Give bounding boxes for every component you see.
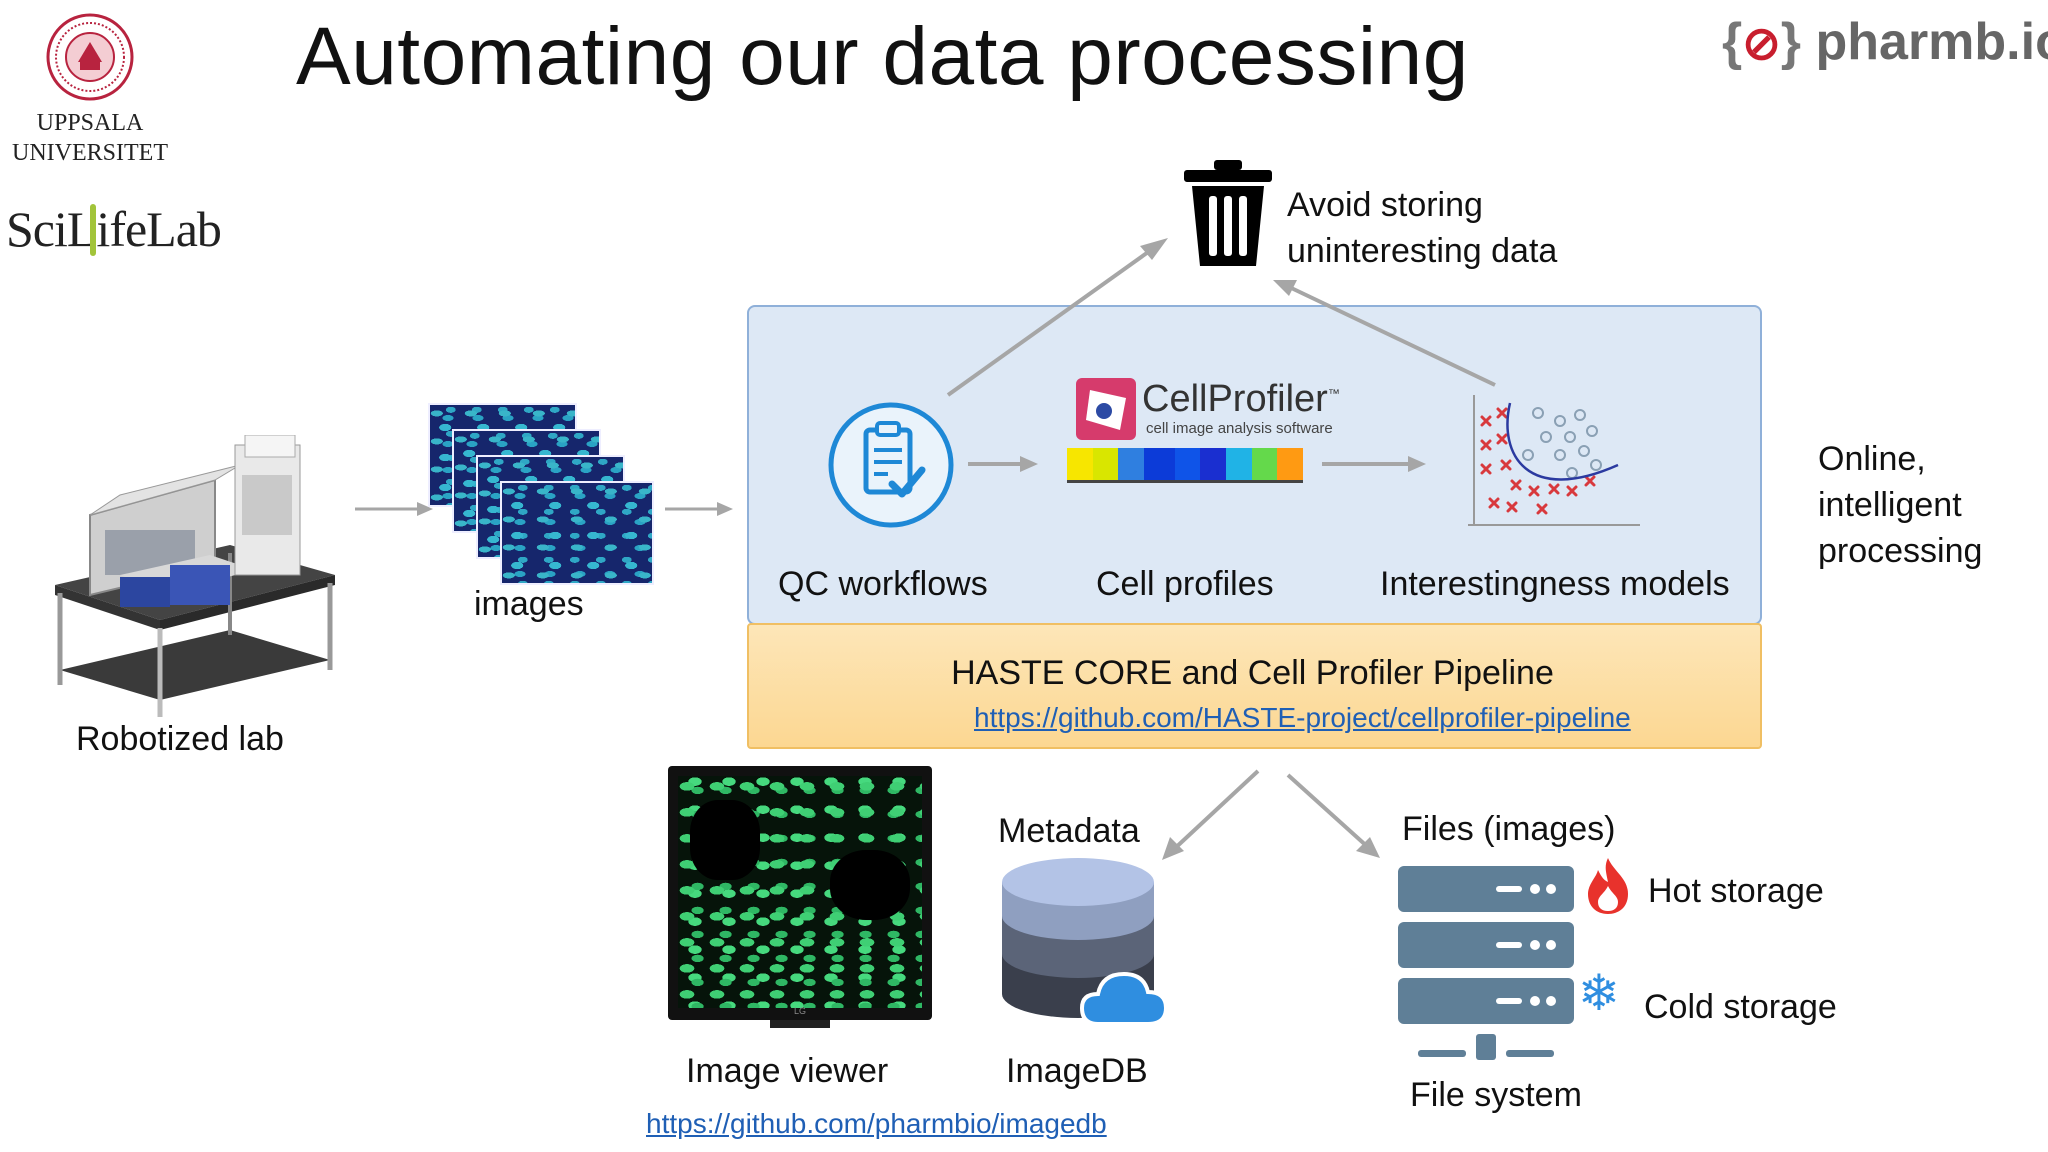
cloud-icon bbox=[1079, 971, 1169, 1026]
cellprofiler-subtitle: cell image analysis software bbox=[1146, 420, 1333, 437]
server-unit-mid bbox=[1398, 922, 1574, 968]
imagedb-link[interactable]: https://github.com/pharmbio/imagedb bbox=[646, 1108, 1107, 1139]
image-viewer-label: Image viewer bbox=[686, 1052, 889, 1090]
profile-cell bbox=[1200, 448, 1227, 480]
haste-band bbox=[747, 623, 1762, 749]
hot-storage-label: Hot storage bbox=[1648, 872, 1824, 910]
uppsala-line2: UNIVERSITET bbox=[12, 140, 168, 166]
online-line1: Online, bbox=[1818, 440, 1926, 478]
slide-title: Automating our data processing bbox=[296, 11, 1469, 102]
interestingness-label: Interestingness models bbox=[1380, 565, 1730, 603]
profile-cell bbox=[1067, 448, 1093, 480]
server-led-bar bbox=[1496, 942, 1522, 948]
cell-profile-bar bbox=[1067, 448, 1304, 483]
uppsala-seal-icon bbox=[46, 13, 134, 101]
cold-storage-label: Cold storage bbox=[1644, 988, 1837, 1026]
pill-icon: ⊘ bbox=[1742, 17, 1781, 69]
metadata-label: Metadata bbox=[998, 812, 1140, 850]
server-led-bar bbox=[1496, 998, 1522, 1004]
robot-lab-icon bbox=[55, 435, 335, 717]
server-led bbox=[1530, 884, 1540, 894]
profile-cell bbox=[1277, 448, 1304, 480]
profile-cell bbox=[1092, 448, 1119, 480]
images-label: images bbox=[474, 585, 584, 623]
profile-cell bbox=[1174, 448, 1201, 480]
server-unit-cold bbox=[1398, 978, 1574, 1024]
network-line-right bbox=[1506, 1050, 1554, 1057]
profile-cell bbox=[1118, 448, 1144, 480]
pharmbio-logo: {⊘} pharmb.io bbox=[1722, 12, 2048, 72]
file-system-label: File system bbox=[1410, 1076, 1582, 1114]
qc-workflows-label: QC workflows bbox=[778, 565, 988, 603]
pharmbio-text: pharmb.io bbox=[1815, 13, 2048, 71]
trash-icon bbox=[1184, 160, 1272, 266]
scilifelab-text: SciLifeLab bbox=[6, 201, 222, 257]
cell-profiles-label: Cell profiles bbox=[1096, 565, 1274, 603]
trash-label-line1: Avoid storing bbox=[1287, 186, 1483, 224]
server-led bbox=[1546, 884, 1556, 894]
cellprofiler-name: CellProfiler™ bbox=[1142, 378, 1340, 421]
snowflake-icon: ❄ bbox=[1578, 965, 1620, 1021]
server-unit-hot bbox=[1398, 866, 1574, 912]
arrow-images-panel bbox=[665, 502, 733, 516]
microscopy-image-4 bbox=[500, 481, 654, 585]
scilifelab-logo: SciLifeLab bbox=[6, 200, 222, 258]
monitor-dark-patch bbox=[830, 850, 910, 920]
server-led bbox=[1546, 996, 1556, 1006]
arrow-robot-images bbox=[355, 502, 433, 516]
online-line3: processing bbox=[1818, 532, 1983, 570]
monitor-dark-patch bbox=[690, 800, 760, 880]
flame-icon bbox=[1588, 858, 1628, 914]
profile-cell bbox=[1251, 448, 1278, 480]
profile-cell bbox=[1143, 448, 1175, 480]
imagedb-label: ImageDB bbox=[1006, 1052, 1148, 1090]
cellprofiler-logo-icon bbox=[1076, 378, 1136, 440]
haste-title: HASTE CORE and Cell Profiler Pipeline bbox=[951, 654, 1554, 692]
monitor-brand: LG bbox=[793, 1006, 806, 1016]
cellprofiler-tm: ™ bbox=[1327, 386, 1340, 401]
trash-label-line2: uninteresting data bbox=[1287, 232, 1558, 270]
haste-link[interactable]: https://github.com/HASTE-project/cellpro… bbox=[974, 702, 1631, 733]
robot-lab-label: Robotized lab bbox=[76, 720, 284, 758]
arrow-qc-profiles bbox=[968, 456, 1038, 472]
server-led bbox=[1530, 996, 1540, 1006]
server-led bbox=[1546, 940, 1556, 950]
pharmbio-brace-close: } bbox=[1780, 13, 1802, 71]
pharmbio-brace-open: { bbox=[1722, 13, 1743, 71]
monitor-stand bbox=[770, 1020, 830, 1028]
uppsala-line1: UPPSALA bbox=[36, 110, 144, 136]
online-line2: intelligent bbox=[1818, 486, 1962, 524]
scilifelab-accent bbox=[90, 204, 96, 256]
server-led-bar bbox=[1496, 886, 1522, 892]
arrows-to-outputs bbox=[1162, 769, 1380, 860]
arrows-to-trash bbox=[946, 238, 1496, 397]
files-label: Files (images) bbox=[1402, 810, 1616, 848]
scatter-plot-icon bbox=[1468, 395, 1640, 526]
database-icon bbox=[1002, 858, 1169, 1026]
server-led bbox=[1530, 940, 1540, 950]
cellprofiler-name-text: CellProfiler bbox=[1142, 378, 1328, 420]
clipboard-check-icon bbox=[828, 402, 954, 528]
network-line-left bbox=[1418, 1050, 1466, 1057]
arrow-profiles-models bbox=[1322, 456, 1426, 472]
network-node bbox=[1476, 1034, 1496, 1060]
profile-cell bbox=[1226, 448, 1252, 480]
